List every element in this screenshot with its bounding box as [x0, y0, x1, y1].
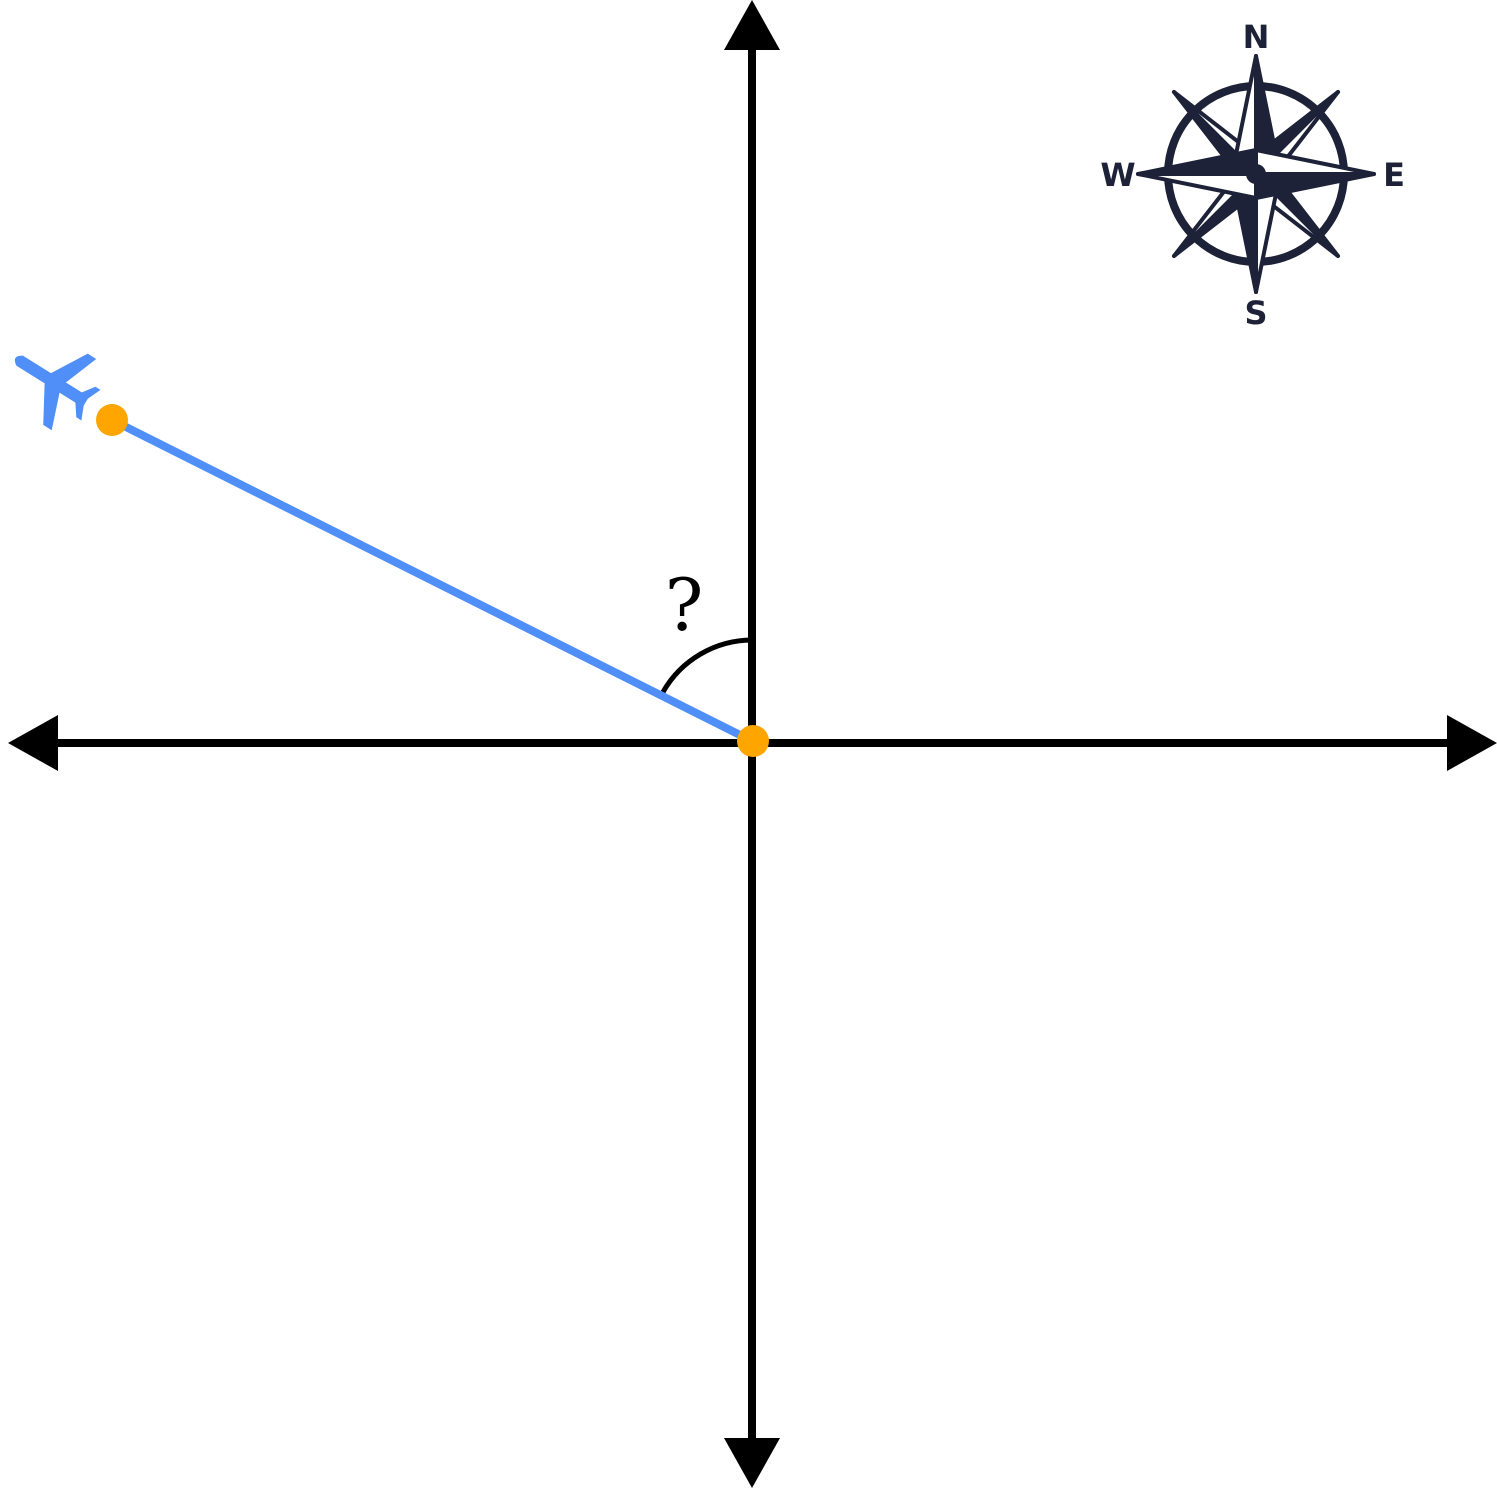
compass-south-label: S [1244, 294, 1267, 332]
airplane-icon [14, 353, 101, 431]
arrowhead-right [1447, 715, 1497, 771]
arrowhead-up [724, 0, 780, 50]
flight-path-line [110, 416, 754, 745]
angle-label: ? [665, 563, 704, 647]
origin-point [737, 725, 769, 757]
compass-west-label: W [1100, 156, 1135, 194]
compass-east-label: E [1383, 156, 1405, 194]
angle-arc [660, 637, 753, 694]
arrowhead-left [8, 715, 58, 771]
compass-rose-icon: N S E W [1100, 18, 1405, 332]
arrowhead-down [724, 1438, 780, 1488]
airplane-point [96, 404, 128, 436]
compass-north-label: N [1243, 18, 1270, 56]
